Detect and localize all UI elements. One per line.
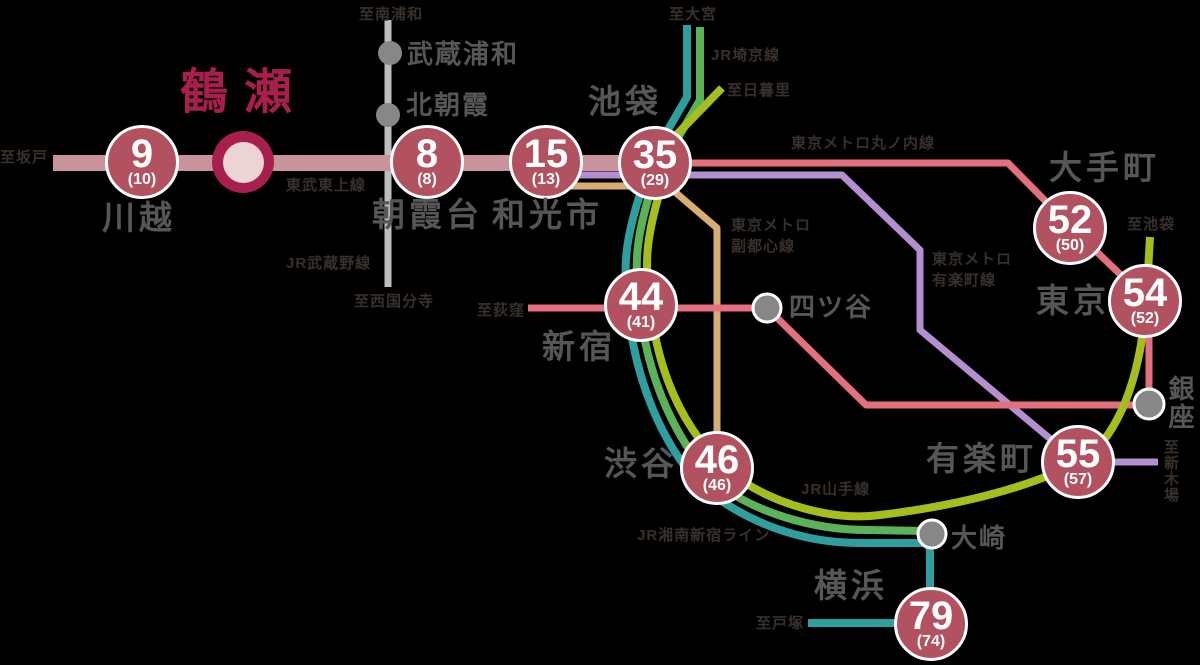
time-badge-yurakucho: 55(57) bbox=[1041, 425, 1115, 499]
tokyo-metro-marunouchi-line bbox=[528, 159, 1153, 409]
time-minutes: 54 bbox=[1122, 270, 1168, 315]
label-ginza: 銀座 bbox=[1165, 375, 1195, 431]
origin-station-marker bbox=[212, 131, 274, 193]
time-minutes: 79 bbox=[908, 593, 954, 638]
time-minutes-alt: (57) bbox=[1063, 470, 1093, 488]
label-musashi-urawa: 武蔵浦和 bbox=[407, 39, 520, 69]
time-minutes-alt: (74) bbox=[916, 632, 946, 650]
origin-station-marker-inner bbox=[222, 141, 264, 183]
label-shibuya: 渋谷 bbox=[604, 445, 678, 482]
time-minutes-alt: (8) bbox=[417, 170, 437, 188]
label-kawagoe: 川越 bbox=[102, 199, 176, 236]
time-minutes: 46 bbox=[694, 437, 740, 482]
time-badge-asakadai: 8(8) bbox=[390, 125, 464, 199]
time-minutes-alt: (41) bbox=[626, 313, 656, 331]
label-to-ogikubo: 至荻窪 bbox=[477, 302, 526, 319]
label-jr-shonan-shinjuku-line: JR湘南新宿ライン bbox=[637, 527, 771, 544]
label-to-nippori: 至日暮里 bbox=[727, 82, 792, 99]
label-to-minami-urawa: 至南浦和 bbox=[359, 6, 424, 23]
label-marunouchi-line: 東京メトロ丸ノ内線 bbox=[791, 135, 936, 152]
time-badge-kawagoe: 9(10) bbox=[105, 125, 179, 199]
label-tobu-tojo-line: 東武東上線 bbox=[286, 177, 367, 194]
time-badge-tokyo: 54(52) bbox=[1108, 264, 1182, 338]
tokyo-metro-fukutoshin-line bbox=[548, 182, 721, 452]
label-to-shin-kiba: 至新木場 bbox=[1162, 439, 1179, 503]
time-minutes: 15 bbox=[523, 131, 569, 176]
label-jr-musashino-line: JR武蔵野線 bbox=[286, 255, 372, 272]
label-otemachi: 大手町 bbox=[1049, 149, 1160, 186]
time-minutes: 8 bbox=[415, 131, 439, 176]
time-minutes-alt: (13) bbox=[531, 170, 561, 188]
time-badge-shibuya: 46(46) bbox=[680, 431, 754, 505]
label-ikebukuro: 池袋 bbox=[588, 83, 662, 120]
label-yotsuya: 四ツ谷 bbox=[789, 292, 874, 322]
time-badge-otemachi: 52(50) bbox=[1033, 191, 1107, 265]
label-asakadai: 朝霞台 bbox=[372, 196, 483, 233]
label-wakoshi: 和光市 bbox=[492, 196, 603, 233]
kita-asaka-dot bbox=[376, 103, 400, 127]
jr-arc-green bbox=[632, 178, 931, 535]
time-minutes-alt: (50) bbox=[1055, 236, 1085, 254]
ginza-dot bbox=[1132, 387, 1166, 421]
label-jr-yamanote-line: JR山手線 bbox=[801, 481, 871, 498]
time-badge-ikebukuro: 35(29) bbox=[618, 126, 692, 200]
osaki-dot bbox=[916, 518, 948, 550]
origin-station-name: 鶴瀬 bbox=[180, 66, 309, 119]
label-yokohama: 横浜 bbox=[814, 567, 888, 604]
label-to-totsuka: 至戸塚 bbox=[756, 615, 805, 632]
label-osaki: 大崎 bbox=[951, 523, 1008, 553]
time-badge-yokohama: 79(74) bbox=[894, 587, 968, 661]
label-shinjuku: 新宿 bbox=[542, 328, 616, 365]
label-kita-asaka: 北朝霞 bbox=[406, 90, 491, 120]
musashi-urawa-dot bbox=[378, 41, 402, 65]
time-minutes-alt: (46) bbox=[702, 476, 732, 494]
label-to-ikebukuro: 至池袋 bbox=[1127, 216, 1176, 233]
time-minutes: 9 bbox=[130, 131, 154, 176]
time-minutes-alt: (29) bbox=[640, 171, 670, 189]
label-to-sakado: 至坂戸 bbox=[0, 149, 49, 166]
label-yurakucho-line: 東京メトロ 有楽町線 bbox=[932, 251, 1013, 289]
time-minutes: 44 bbox=[618, 274, 664, 319]
time-minutes-alt: (10) bbox=[127, 170, 157, 188]
label-jr-saikyo-line: JR埼京線 bbox=[711, 47, 781, 64]
label-to-nishi-kokubunji: 至西国分寺 bbox=[354, 293, 435, 310]
label-fukutoshin-line: 東京メトロ 副都心線 bbox=[731, 217, 812, 255]
time-minutes-alt: (52) bbox=[1130, 309, 1160, 327]
time-badge-wakoshi: 15(13) bbox=[509, 125, 583, 199]
yotsuya-dot bbox=[751, 292, 783, 324]
label-yurakucho: 有楽町 bbox=[926, 440, 1037, 477]
label-to-omiya: 至大宮 bbox=[669, 6, 718, 23]
time-minutes: 52 bbox=[1047, 197, 1093, 242]
time-minutes: 35 bbox=[632, 132, 678, 177]
time-badge-shinjuku: 44(41) bbox=[604, 268, 678, 342]
label-tokyo: 東京 bbox=[1036, 282, 1110, 319]
time-minutes: 55 bbox=[1055, 431, 1101, 476]
